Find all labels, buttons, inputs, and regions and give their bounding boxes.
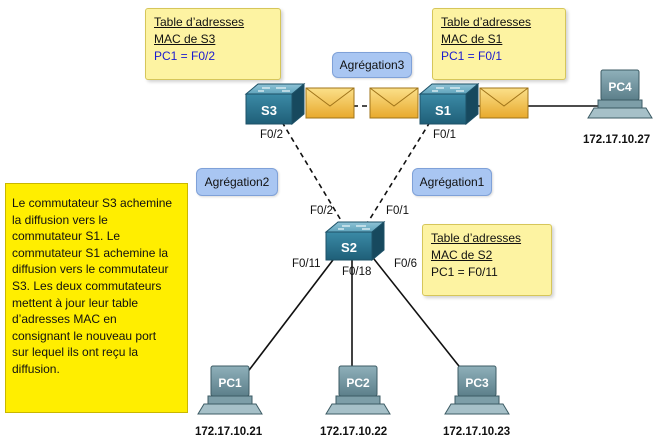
- explanation-line: consignant le nouveau port: [12, 328, 157, 343]
- mac-table-s1-note: Table d’adresses MAC de S1 PC1 = F0/1: [432, 8, 566, 80]
- explanation-line: S3. Les deux commutateurs: [12, 278, 162, 293]
- mac-table-s1-title-line2: MAC de S1: [441, 32, 503, 46]
- explanation-line: mettent à jour leur table: [12, 295, 139, 310]
- pc2-computer[interactable]: PC2: [325, 365, 391, 415]
- switch-s1-label: S1: [435, 103, 451, 118]
- mac-table-s3-title-line2: MAC de S3: [154, 32, 216, 46]
- pc4-label: PC4: [608, 80, 632, 94]
- envelope-icon: [479, 87, 529, 119]
- mac-table-s1-title-line1: Table d’adresses: [441, 15, 532, 29]
- explanation-line: commutateur S1 achemine la: [12, 245, 169, 260]
- switch-s2[interactable]: S2: [324, 220, 386, 262]
- link-s3-s2: [281, 121, 343, 223]
- pc1-computer[interactable]: PC1: [197, 365, 263, 415]
- pc3-label: PC3: [465, 376, 489, 390]
- port-s3-f02: F0/2: [260, 129, 284, 141]
- mac-table-s2-entry: PC1 = F0/11: [431, 265, 498, 279]
- port-s2-f06: F0/6: [394, 258, 418, 270]
- pc1-label: PC1: [218, 376, 242, 390]
- mac-table-s2-note: Table d’adresses MAC de S2 PC1 = F0/11: [422, 224, 552, 296]
- ip-pc4: 172.17.10.27: [583, 134, 651, 146]
- ip-pc3: 172.17.10.23: [443, 426, 511, 438]
- pc2-label: PC2: [346, 376, 370, 390]
- link-s2-pc1: [239, 255, 337, 383]
- explanation-line: commutateur S1. Le: [12, 229, 121, 244]
- port-s2-f02: F0/2: [310, 205, 334, 217]
- switch-s1[interactable]: S1: [418, 82, 480, 126]
- aggregation3-label: Agrégation3: [332, 52, 412, 78]
- ip-pc1: 172.17.10.21: [195, 426, 263, 438]
- switch-s3[interactable]: S3: [244, 82, 306, 126]
- explanation-line: diffusion.: [12, 361, 60, 376]
- port-s2-f018: F0/18: [342, 266, 372, 278]
- aggregation1-label: Agrégation1: [412, 168, 492, 196]
- explanation-line: sur lequel ils ont reçu la: [12, 345, 139, 360]
- aggregation2-label: Agrégation2: [196, 168, 278, 196]
- link-s2-pc3: [369, 253, 471, 381]
- mac-table-s3-title-line1: Table d’adresses: [154, 15, 245, 29]
- explanation-line: Le commutateur S3 achemine: [12, 196, 173, 210]
- mac-table-s3-note: Table d’adresses MAC de S3 PC1 = F0/2: [145, 8, 281, 80]
- mac-table-s1-entry: PC1 = F0/1: [441, 49, 503, 63]
- pc4-computer[interactable]: PC4: [587, 69, 653, 119]
- switch-s3-label: S3: [261, 103, 277, 118]
- envelope-icon: [305, 87, 355, 119]
- envelope-icon: [369, 87, 419, 119]
- mac-table-s2-title-line2: MAC de S2: [431, 248, 493, 262]
- explanation-line: diffusion vers le commutateur: [12, 262, 169, 277]
- mac-table-s3-entry: PC1 = F0/2: [154, 49, 216, 63]
- ip-pc2: 172.17.10.22: [320, 426, 388, 438]
- port-s2-f011: F0/11: [292, 258, 321, 270]
- explanation-line: d’adresses MAC en: [12, 312, 117, 327]
- link-s1-s2: [367, 121, 431, 223]
- mac-table-s2-title-line1: Table d’adresses: [431, 231, 522, 245]
- pc3-computer[interactable]: PC3: [444, 365, 510, 415]
- explanation-box: Le commutateur S3 achemine la diffusion …: [5, 183, 188, 413]
- port-s1-f01: F0/1: [433, 129, 457, 141]
- port-s2-f01: F0/1: [386, 205, 410, 217]
- switch-s2-label: S2: [341, 240, 357, 255]
- explanation-line: la diffusion vers le: [12, 212, 108, 227]
